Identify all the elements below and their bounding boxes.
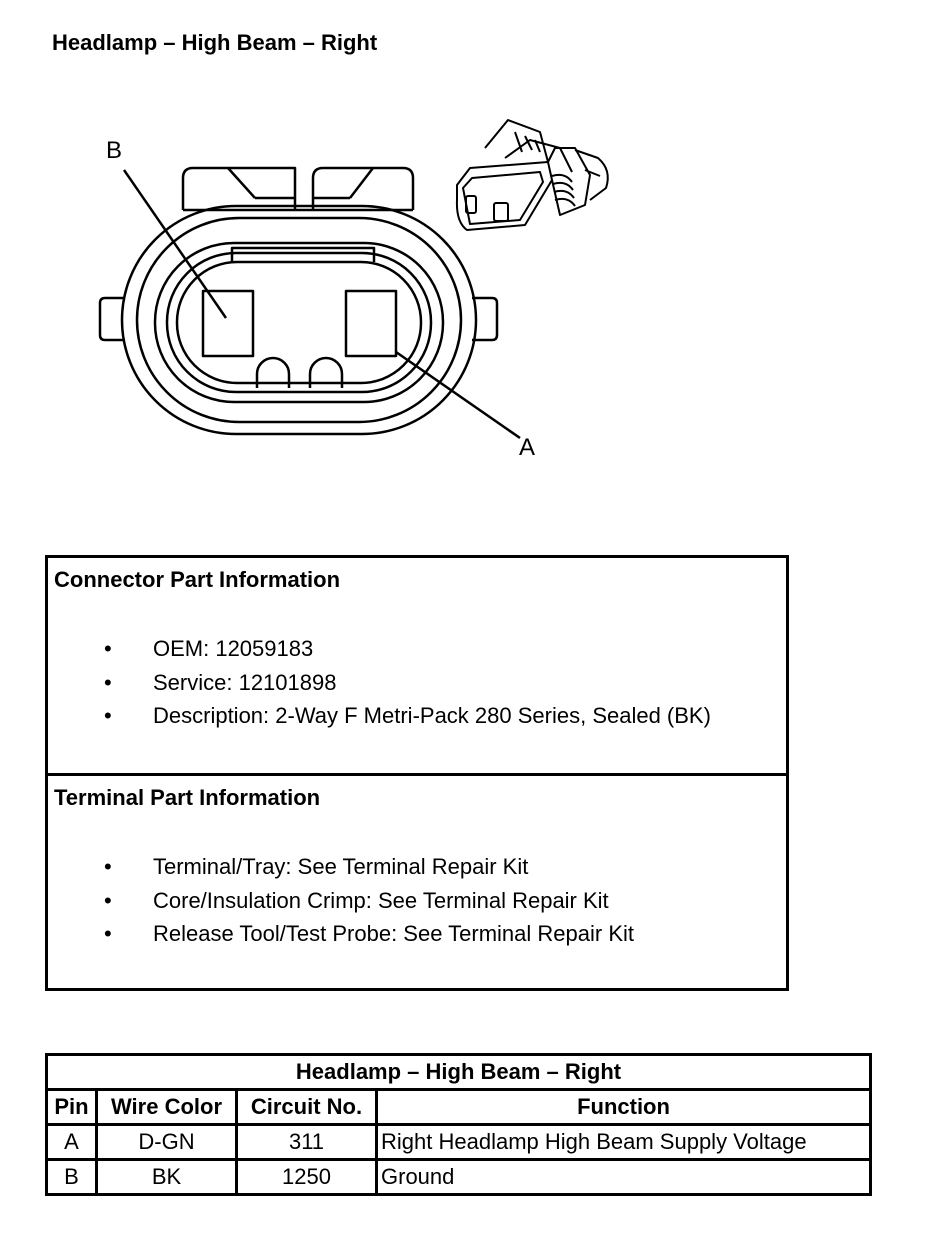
column-header-circuit-no: Circuit No. [235, 1088, 378, 1126]
terminal-crimp: Core/Insulation Crimp: See Terminal Repa… [153, 887, 609, 913]
connector-part-info-heading: Connector Part Information [54, 567, 341, 592]
table-title-row: Headlamp – High Beam – Right [45, 1053, 872, 1091]
connector-oem: OEM: 12059183 [153, 636, 314, 661]
connector-description: Description: 2-Way F Metri-Pack 280 Seri… [153, 703, 711, 728]
column-header-wire-color: Wire Color [95, 1088, 238, 1126]
connector-inner-cavity [153, 241, 445, 404]
connector-key-right [308, 356, 344, 388]
terminal-cavity-b [201, 289, 255, 358]
cell-circuit-no: 1250 [235, 1158, 378, 1196]
column-header-pin: Pin [45, 1088, 98, 1126]
table-row: A D-GN 311 Right Headlamp High Beam Supp… [45, 1123, 872, 1161]
terminal-release-tool: Release Tool/Test Probe: See Terminal Re… [153, 921, 634, 946]
cell-pin: A [45, 1123, 98, 1161]
cell-circuit-no: 311 [235, 1123, 378, 1161]
column-header-function: Function [375, 1088, 872, 1126]
bullet-icon: • [104, 921, 112, 946]
bullet-icon: • [104, 887, 112, 913]
cell-function: Ground [375, 1158, 872, 1196]
table-title: Headlamp – High Beam – Right [45, 1053, 872, 1091]
table-row: B BK 1250 Ground [45, 1158, 872, 1196]
cell-wire-color: BK [95, 1158, 238, 1196]
cell-wire-color: D-GN [95, 1123, 238, 1161]
table-header-row: Pin Wire Color Circuit No. Function [45, 1088, 872, 1126]
connector-top-tab-left [181, 166, 297, 210]
connector-side-tab-right [472, 296, 499, 342]
cell-function: Right Headlamp High Beam Supply Voltage [375, 1123, 872, 1161]
leader-line-a [395, 350, 521, 440]
bullet-icon: • [104, 854, 112, 879]
connector-part-info-section: Connector Part Information • OEM: 120591… [48, 558, 786, 776]
page-title: Headlamp – High Beam – Right [52, 30, 378, 55]
part-information-box: Connector Part Information • OEM: 120591… [45, 555, 789, 991]
pin-label-a: A [519, 434, 535, 461]
connector-top-tab-right [311, 166, 415, 210]
connector-thumbnail [455, 119, 609, 231]
terminal-part-info-heading: Terminal Part Information [54, 785, 321, 810]
pin-label-b: B [106, 137, 122, 164]
terminal-cavity-a [344, 289, 398, 358]
pinout-table: Headlamp – High Beam – Right Pin Wire Co… [45, 1053, 872, 1196]
bullet-icon: • [104, 669, 112, 695]
connector-diagram: B A [98, 119, 609, 461]
connector-service: Service: 12101898 [153, 669, 337, 695]
bullet-icon: • [104, 636, 112, 661]
terminal-part-info-section: Terminal Part Information • Terminal/Tra… [48, 776, 786, 988]
connector-key-left [255, 356, 291, 388]
bullet-icon: • [104, 703, 112, 728]
terminal-tray: Terminal/Tray: See Terminal Repair Kit [153, 854, 529, 879]
leader-line-b [122, 169, 228, 319]
cell-pin: B [45, 1158, 98, 1196]
connector-side-tab-left [98, 296, 125, 342]
connector-outer-housing [120, 204, 478, 436]
